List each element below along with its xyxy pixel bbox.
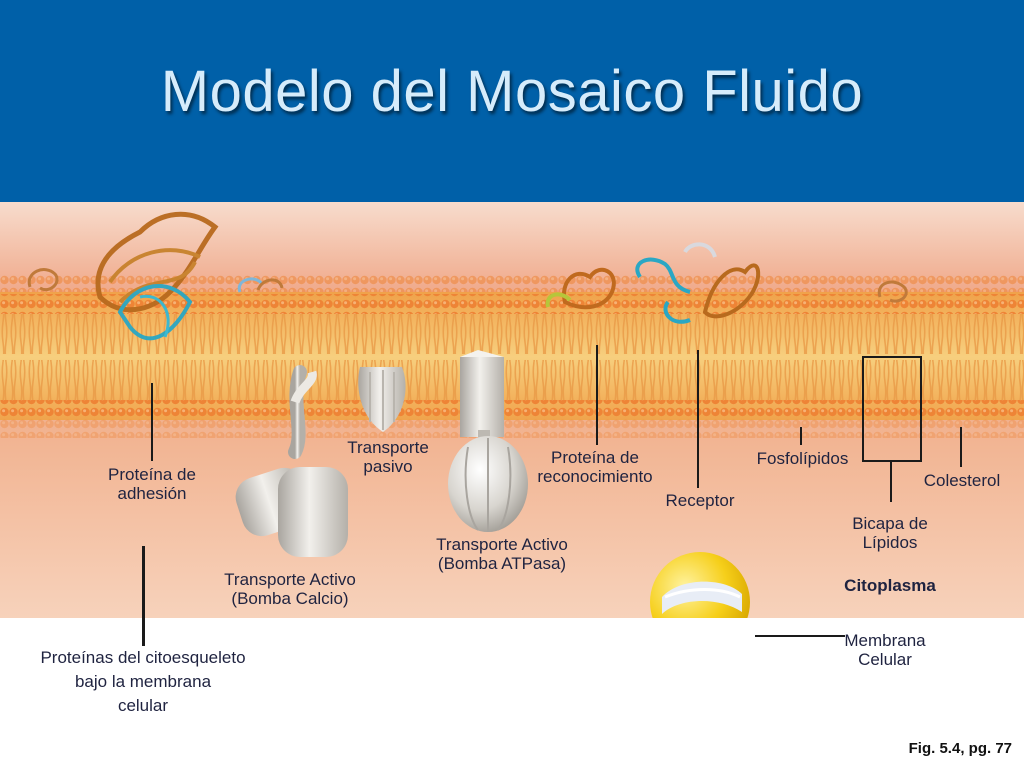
- label-citoesqueleto: Proteínas del citoesqueleto bajo la memb…: [40, 648, 246, 715]
- label-citoplasma: Citoplasma: [844, 576, 936, 595]
- leader-citoesqueleto: [142, 546, 145, 646]
- label-fosfolipidos: Fosfolípidos: [756, 449, 849, 468]
- label-atpasa: Transporte Activo (Bomba ATPasa): [436, 535, 568, 573]
- atpase-pump: [448, 350, 528, 532]
- lipid-bilayer: [0, 292, 1024, 422]
- calcium-pump: [235, 365, 348, 557]
- leader-colesterol: [960, 427, 962, 467]
- figure-reference: Fig. 5.4, pg. 77: [908, 740, 1012, 757]
- label-adhesion: Proteína de adhesión: [108, 465, 196, 503]
- membrane-figure: [0, 202, 1024, 618]
- label-reconocimiento: Proteína de reconocimiento: [537, 448, 653, 486]
- membrane-illustration: [0, 202, 1024, 618]
- label-colesterol: Colesterol: [923, 471, 1001, 490]
- label-receptor: Receptor: [665, 491, 735, 510]
- recognition-protein: [545, 267, 616, 310]
- label-membrana: Membrana Celular: [844, 631, 926, 669]
- leader-reconocimiento: [596, 345, 598, 445]
- bracket-left: [862, 356, 864, 462]
- glycoprotein-small: [27, 268, 908, 303]
- adhesion-protein: [95, 211, 219, 341]
- slide-title: Modelo del Mosaico Fluido: [160, 59, 864, 124]
- cell-inset: [650, 552, 750, 618]
- leader-adhesion: [151, 383, 153, 461]
- leader-receptor: [697, 350, 699, 488]
- label-calcio: Transporte Activo (Bomba Calcio): [224, 570, 356, 608]
- bracket-right: [920, 356, 922, 462]
- bracket-bottom: [862, 460, 922, 462]
- leader-bicapa: [890, 462, 892, 502]
- bracket-top: [862, 356, 922, 358]
- leader-fosfolipidos: [800, 427, 802, 445]
- title-bar: Modelo del Mosaico Fluido: [0, 0, 1024, 202]
- passive-channel: [358, 367, 406, 432]
- label-bicapa: Bicapa de Lípidos: [852, 514, 928, 552]
- label-pasivo: Transporte pasivo: [347, 438, 429, 476]
- leader-membrana: [755, 635, 845, 637]
- receptor-protein: [635, 242, 761, 324]
